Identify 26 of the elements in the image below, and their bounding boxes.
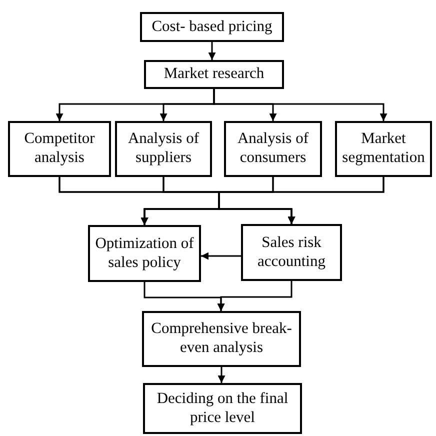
node-label: Analysis of consumers bbox=[236, 130, 310, 168]
process-box bbox=[144, 60, 284, 89]
process-box bbox=[335, 121, 432, 177]
process-box bbox=[241, 224, 342, 281]
process-box bbox=[88, 225, 201, 282]
arrow bbox=[217, 281, 292, 311]
process-box bbox=[140, 12, 284, 42]
arrow bbox=[218, 367, 226, 383]
arrow bbox=[208, 42, 216, 60]
arrow bbox=[201, 252, 241, 260]
node-label: Market segmentation bbox=[341, 130, 426, 168]
node-label: Comprehensive break-even analysis bbox=[150, 320, 293, 358]
arrow bbox=[213, 89, 388, 121]
process-box bbox=[115, 121, 212, 177]
node-label: Analysis of suppliers bbox=[126, 130, 200, 168]
arrow bbox=[218, 177, 384, 224]
node-label: Optimization of sales policy bbox=[94, 234, 195, 272]
node-label: Deciding on the final price level bbox=[156, 390, 290, 428]
process-box bbox=[224, 121, 322, 177]
process-box bbox=[142, 311, 301, 367]
node-label: Sales risk accounting bbox=[256, 234, 326, 272]
process-box bbox=[143, 383, 302, 434]
node-label: Competitor analysis bbox=[23, 130, 96, 168]
process-box bbox=[8, 121, 111, 177]
node-label: Cost- based pricing bbox=[152, 18, 272, 36]
node-label: Market research bbox=[164, 65, 264, 84]
